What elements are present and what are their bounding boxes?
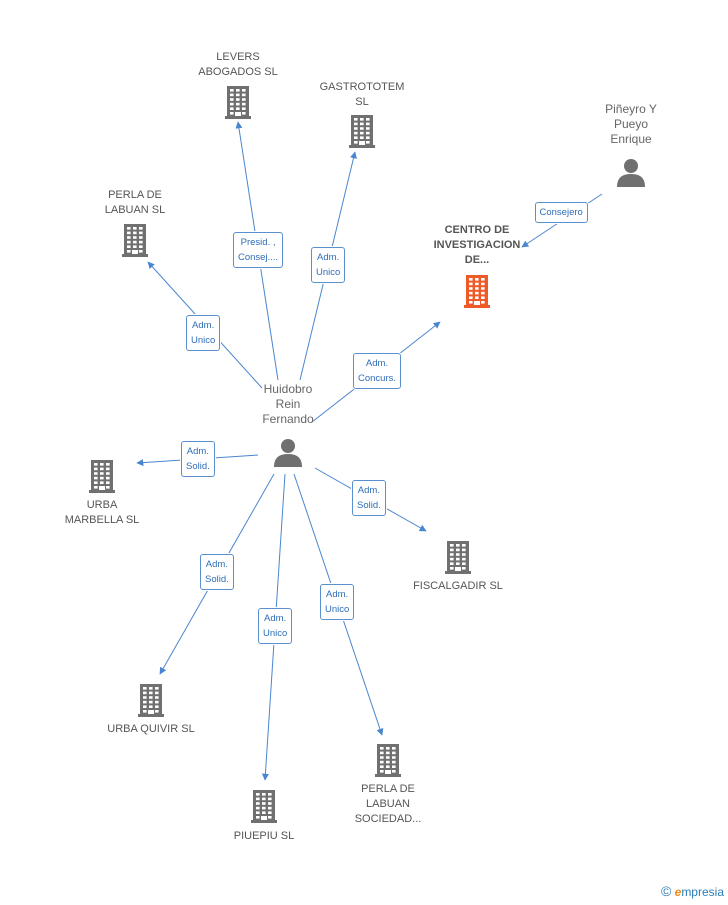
node-label-pineyro[interactable]: Piñeyro Y Pueyo Enrique (605, 102, 657, 146)
building-icon[interactable] (349, 114, 375, 153)
node-label-gastro[interactable]: GASTROTOTEM SL (319, 81, 405, 108)
building-icon[interactable] (375, 743, 401, 782)
person-icon[interactable] (616, 157, 646, 192)
building-icon[interactable] (225, 85, 251, 124)
relation-label-huidobro-urbaq[interactable]: Adm. Solid. (200, 554, 234, 590)
copyright-icon: © (660, 883, 672, 899)
relation-label-huidobro-levers[interactable]: Presid. , Consej.... (233, 232, 284, 268)
building-icon[interactable] (251, 789, 277, 828)
node-label-perla2[interactable]: PERLA DE LABUAN SOCIEDAD... (354, 783, 422, 825)
node-label-perla1[interactable]: PERLA DE LABUAN SL (104, 189, 166, 216)
relation-label-huidobro-perla1[interactable]: Adm. Unico (186, 315, 221, 351)
node-label-urbam[interactable]: URBA MARBELLA SL (64, 499, 140, 526)
building-icon[interactable] (445, 540, 471, 579)
relation-label-huidobro-perla2[interactable]: Adm. Unico (320, 584, 355, 620)
node-label-huidobro[interactable]: Huidobro Rein Fernando (262, 382, 314, 426)
building-icon[interactable] (122, 223, 148, 262)
relation-label-huidobro-gastro[interactable]: Adm. Unico (311, 247, 346, 283)
building-icon[interactable] (464, 274, 490, 313)
relation-label-huidobro-fiscal[interactable]: Adm. Solid. (352, 480, 386, 516)
node-label-piuepiu[interactable]: PIUEPIU SL (233, 830, 295, 842)
building-icon[interactable] (138, 683, 164, 722)
relation-label-huidobro-urbam[interactable]: Adm. Solid. (181, 441, 215, 477)
empresia-logo[interactable]: © empresia (660, 883, 724, 899)
building-icon[interactable] (89, 459, 115, 498)
node-label-centro[interactable]: CENTRO DE INVESTIGACION DE... (433, 224, 521, 266)
node-label-urbaq[interactable]: URBA QUIVIR SL (107, 723, 195, 735)
relation-label-huidobro-piuepiu[interactable]: Adm. Unico (258, 608, 293, 644)
node-label-fiscal[interactable]: FISCALGADIR SL (413, 580, 503, 592)
relation-label-pineyro-centro[interactable]: Consejero (534, 201, 588, 223)
relation-label-huidobro-centro[interactable]: Adm. Concurs. (353, 353, 402, 389)
person-icon[interactable] (273, 437, 303, 472)
node-label-levers[interactable]: LEVERS ABOGADOS SL (198, 51, 278, 78)
